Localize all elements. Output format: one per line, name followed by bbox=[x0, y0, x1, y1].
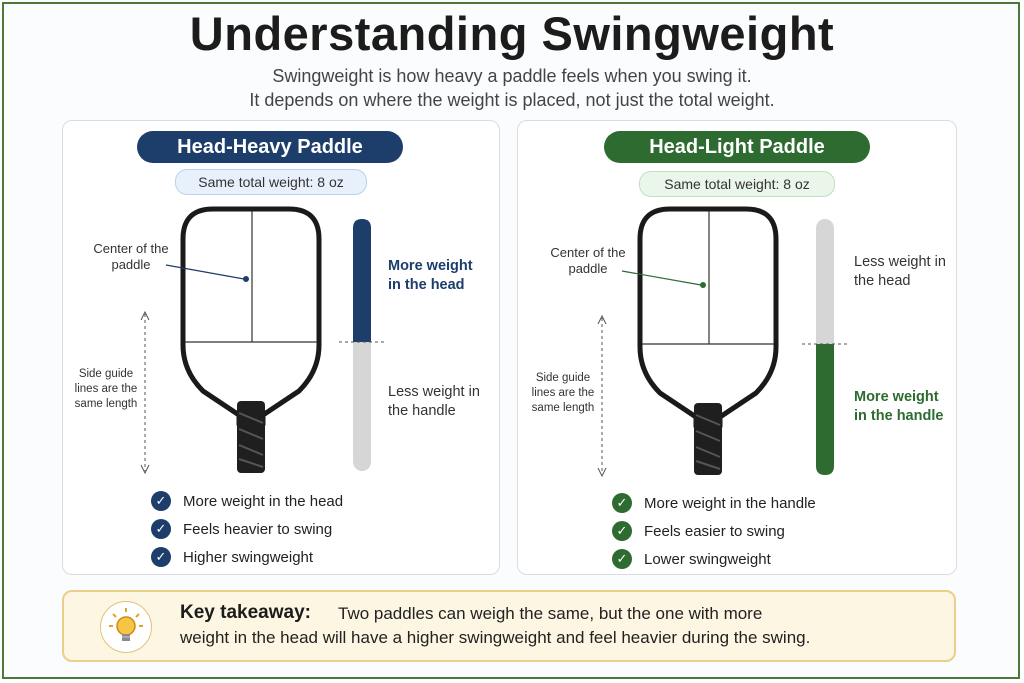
list-item: ✓Feels easier to swing bbox=[612, 517, 816, 545]
right-bullet-list: ✓More weight in the handle ✓Feels easier… bbox=[612, 489, 816, 573]
right-paddle-handle bbox=[694, 403, 722, 475]
list-item: ✓Feels heavier to swing bbox=[151, 515, 343, 543]
right-paddle-diagram bbox=[597, 206, 848, 478]
right-center-label: Center of the paddle bbox=[550, 245, 626, 276]
left-side-guide-label: Side guide lines are the same length bbox=[74, 368, 138, 410]
left-weight-chip: Same total weight: 8 oz bbox=[175, 169, 367, 195]
left-bullet-list: ✓More weight in the head ✓Feels heavier … bbox=[151, 487, 343, 571]
left-bar-top-label: More weight in the head bbox=[388, 258, 473, 293]
right-side-guide-label: Side guide lines are the same length bbox=[531, 372, 595, 414]
right-guide-arrow-down bbox=[597, 467, 607, 478]
head-light-panel: Head-Light Paddle Same total weight: 8 o… bbox=[517, 120, 957, 575]
list-item: ✓More weight in the handle bbox=[612, 489, 816, 517]
key-takeaway-box: Key takeaway: Two paddles can weigh the … bbox=[62, 590, 956, 662]
right-center-pointer bbox=[621, 270, 702, 286]
check-icon: ✓ bbox=[612, 549, 632, 569]
head-heavy-panel: Head-Heavy Paddle Same total weight: 8 o… bbox=[62, 120, 500, 575]
right-weight-bar-fill bbox=[816, 344, 834, 475]
left-center-label: Center of the paddle bbox=[93, 241, 169, 272]
right-weight-chip: Same total weight: 8 oz bbox=[639, 171, 835, 197]
left-weight-bar-fill bbox=[353, 219, 371, 342]
lightbulb-icon bbox=[100, 601, 152, 653]
check-icon: ✓ bbox=[612, 521, 632, 541]
subtitle-line-2: It depends on where the weight is placed… bbox=[249, 90, 775, 110]
left-guide-arrow-up bbox=[140, 310, 150, 321]
left-center-dot bbox=[243, 276, 249, 282]
list-item: ✓Higher swingweight bbox=[151, 543, 343, 571]
takeaway-line-2: weight in the head will have a higher sw… bbox=[180, 628, 811, 647]
left-center-pointer bbox=[165, 264, 245, 280]
right-grip-wrap bbox=[695, 414, 721, 470]
left-paddle-handle bbox=[237, 401, 265, 473]
right-bar-bottom-label: More weight in the handle bbox=[854, 389, 944, 424]
left-grip-wrap bbox=[238, 412, 264, 468]
left-paddle-diagram bbox=[140, 206, 385, 475]
list-item: ✓More weight in the head bbox=[151, 487, 343, 515]
left-bar-bottom-label: Less weight in the handle bbox=[388, 384, 480, 419]
right-center-dot bbox=[700, 282, 706, 288]
list-item: ✓Lower swingweight bbox=[612, 545, 816, 573]
takeaway-line-1: Two paddles can weigh the same, but the … bbox=[338, 604, 763, 623]
check-icon: ✓ bbox=[151, 491, 171, 511]
check-icon: ✓ bbox=[151, 547, 171, 567]
takeaway-heading: Key takeaway: bbox=[180, 602, 311, 623]
right-paddle-outline bbox=[637, 206, 779, 428]
left-paddle-outline bbox=[180, 206, 322, 426]
left-guide-arrow-down bbox=[140, 464, 150, 475]
head-light-heading: Head-Light Paddle bbox=[604, 131, 870, 163]
right-guide-arrow-up bbox=[597, 314, 607, 325]
right-bar-top-label: Less weight in the head bbox=[854, 254, 946, 289]
check-icon: ✓ bbox=[151, 519, 171, 539]
subtitle-line-1: Swingweight is how heavy a paddle feels … bbox=[272, 66, 752, 86]
page-title: Understanding Swingweight bbox=[189, 7, 835, 60]
check-icon: ✓ bbox=[612, 493, 632, 513]
head-heavy-heading: Head-Heavy Paddle bbox=[137, 131, 403, 163]
